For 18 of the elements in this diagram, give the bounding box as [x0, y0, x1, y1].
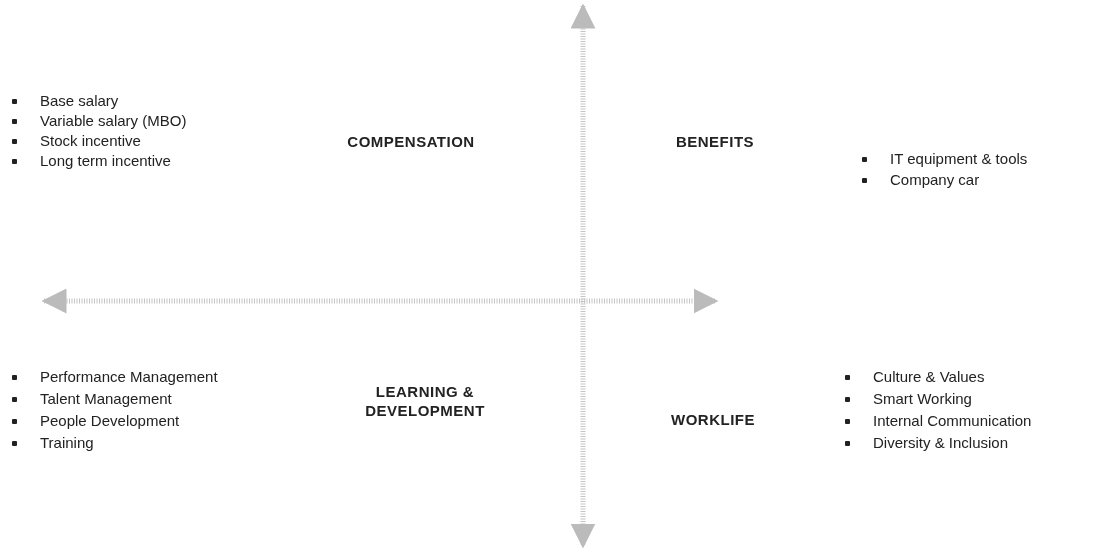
list-item: Company car	[890, 171, 980, 189]
list-item: Training	[40, 434, 94, 452]
quadrant-heading: LEARNING & DEVELOPMENT	[364, 382, 486, 420]
quadrant-heading: WORKLIFE	[671, 409, 755, 429]
list-item: Internal Communication	[873, 412, 1032, 430]
list-item: Culture & Values	[873, 368, 985, 386]
list-item: Performance Management	[40, 368, 218, 386]
quadrant-heading: BENEFITS	[675, 131, 755, 151]
list-item: Base salary	[40, 92, 119, 110]
quadrant-heading: COMPENSATION	[347, 131, 475, 151]
list-item: Diversity & Inclusion	[873, 434, 1009, 452]
list-item: Talent Management	[40, 390, 172, 408]
list-item: Variable salary (MBO)	[40, 112, 187, 130]
list-item: Long term incentive	[40, 152, 171, 170]
list-item: People Development	[40, 412, 180, 430]
list-item: Smart Working	[873, 390, 972, 408]
list-item: IT equipment & tools	[890, 150, 1028, 168]
list-item: Stock incentive	[40, 132, 141, 150]
